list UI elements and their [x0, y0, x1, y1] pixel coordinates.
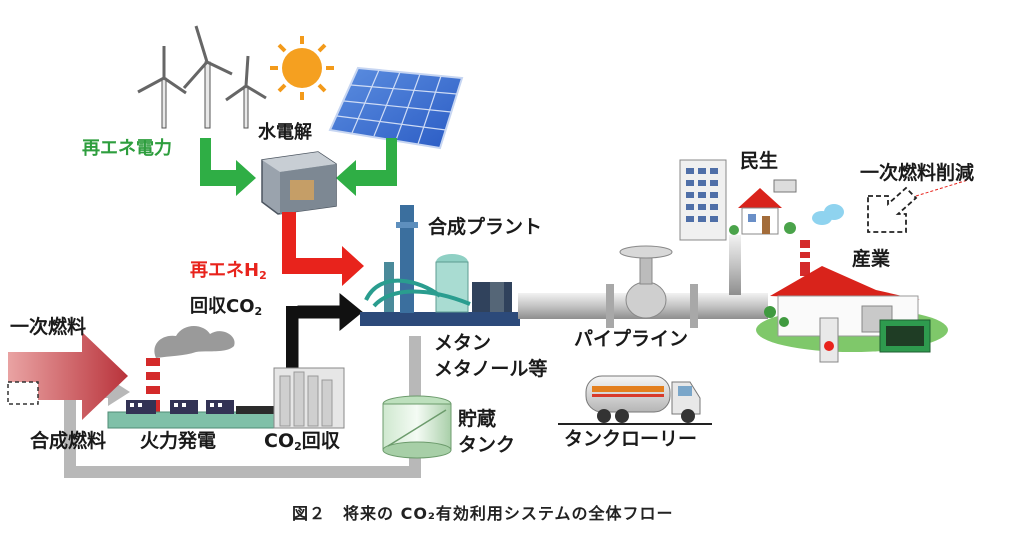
- synthesis-plant-icon: [360, 205, 520, 326]
- wind-turbine-icon: [137, 25, 267, 129]
- co2-capture-prefix: CO: [264, 430, 295, 452]
- co2-capture-label: CO2回収: [264, 430, 340, 453]
- thermal-power-plant-icon: [107, 326, 275, 429]
- pipeline-label: パイプライン: [574, 328, 689, 350]
- synthetic-fuel-label: 合成燃料: [30, 430, 107, 452]
- tank-lorry-label: タンクローリー: [564, 428, 698, 450]
- co2-subscript: 2: [254, 305, 263, 318]
- primary-fuel-reduction-label: 一次燃料削減: [860, 162, 975, 184]
- methanol-label: メタノール等: [434, 358, 548, 380]
- thermal-power-label: 火力発電: [140, 430, 217, 452]
- primary-fuel-reduction-arrow: [867, 179, 969, 233]
- co2-capture-suffix: 回収: [301, 430, 340, 452]
- recovered-co2-arrow: [286, 292, 363, 373]
- synthetic-fuel-return-flow: [64, 336, 421, 478]
- h2-subscript: 2: [259, 269, 267, 282]
- co2-capture-subscript: 2: [294, 440, 302, 453]
- residential-label: 民生: [740, 150, 779, 172]
- tank-lorry-icon: [558, 375, 712, 425]
- recovered-co2-text: 回収CO: [190, 296, 255, 317]
- storage-tank-icon: [382, 395, 452, 459]
- recovered-co2-label: 回収CO2: [190, 296, 263, 318]
- renewable-h2-label: 再エネH2: [190, 260, 267, 282]
- storage-tank-label-line2: タンク: [458, 434, 516, 456]
- renewable-power-arrows: [200, 138, 397, 196]
- co2-capture-unit-icon: [273, 367, 345, 429]
- renewable-h2-arrow: [282, 212, 364, 286]
- electrolysis-label: 水電解: [258, 122, 312, 143]
- electrolysis-unit-icon: [261, 151, 337, 215]
- industry-factory-icon: [756, 240, 948, 363]
- primary-fuel-arrow: [7, 332, 128, 420]
- solar-panel-icon: [328, 66, 464, 150]
- methane-label: メタン: [434, 332, 492, 354]
- primary-fuel-label: 一次燃料: [10, 316, 87, 338]
- industry-label: 産業: [852, 248, 891, 270]
- synthesis-plant-label: 合成プラント: [428, 216, 543, 238]
- renewable-h2-text: 再エネH: [190, 260, 260, 281]
- steam-cloud-icon: [812, 204, 844, 225]
- renewable-power-label: 再エネ電力: [82, 138, 172, 159]
- storage-tank-label-line1: 貯蔵: [458, 408, 497, 430]
- figure-caption: 図２ 将来の CO₂有効利用システムの全体フロー: [292, 504, 674, 523]
- sun-icon: [270, 36, 334, 100]
- residential-buildings-icon: [679, 159, 797, 241]
- pipeline-icon: [518, 235, 768, 328]
